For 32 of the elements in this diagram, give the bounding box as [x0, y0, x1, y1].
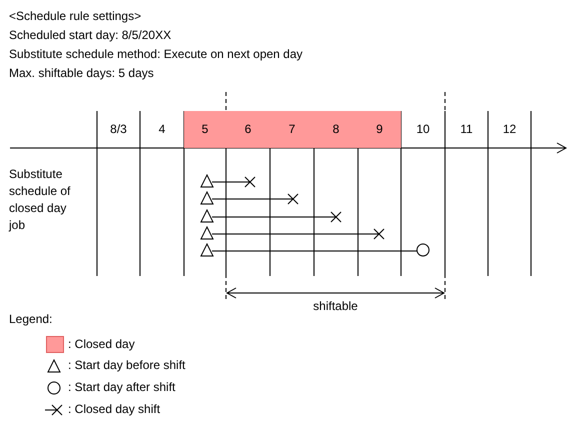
day-cell: 7: [270, 111, 314, 148]
start-triangle: [200, 174, 214, 188]
day-cell: 6: [226, 111, 270, 148]
day-cell-text: 10: [415, 121, 431, 138]
day-cell: 9: [358, 111, 401, 148]
shift-line: [212, 194, 298, 204]
start-triangle: [200, 209, 214, 223]
end-circle: [416, 243, 430, 257]
day-cell: 5: [184, 111, 226, 148]
shift-line: [212, 212, 342, 222]
day-cell: 8: [314, 111, 358, 148]
start-triangle: [200, 226, 214, 240]
setting-text: Substitute schedule method: Execute on next open day: [9, 47, 303, 62]
start-triangle: [200, 191, 214, 205]
legend-heading: Legend:: [9, 312, 52, 327]
dimension-label: shiftable: [312, 299, 359, 314]
day-cell-text: 8/3: [109, 121, 128, 138]
day-cell-text: 4: [158, 121, 166, 138]
shift-line: [212, 176, 256, 188]
legend-text: : Start day before shift: [68, 358, 186, 373]
heading: <Schedule rule settings>: [9, 9, 142, 24]
legend-text: : Closed day: [68, 337, 135, 352]
legend-text: : Start day after shift: [68, 380, 176, 395]
shift-line: [212, 250, 418, 252]
setting-text: Scheduled start day: 8/5/20XX: [9, 28, 172, 43]
legend-text: : Closed day shift: [68, 402, 160, 417]
start-triangle: [200, 243, 214, 257]
row-label: Substitute schedule of closed day job: [9, 166, 72, 234]
shift-line: [212, 228, 384, 240]
setting-text: Max. shiftable days: 5 days: [9, 66, 154, 81]
day-cell-text: 12: [502, 121, 518, 138]
day-cell-text: 11: [459, 121, 474, 138]
